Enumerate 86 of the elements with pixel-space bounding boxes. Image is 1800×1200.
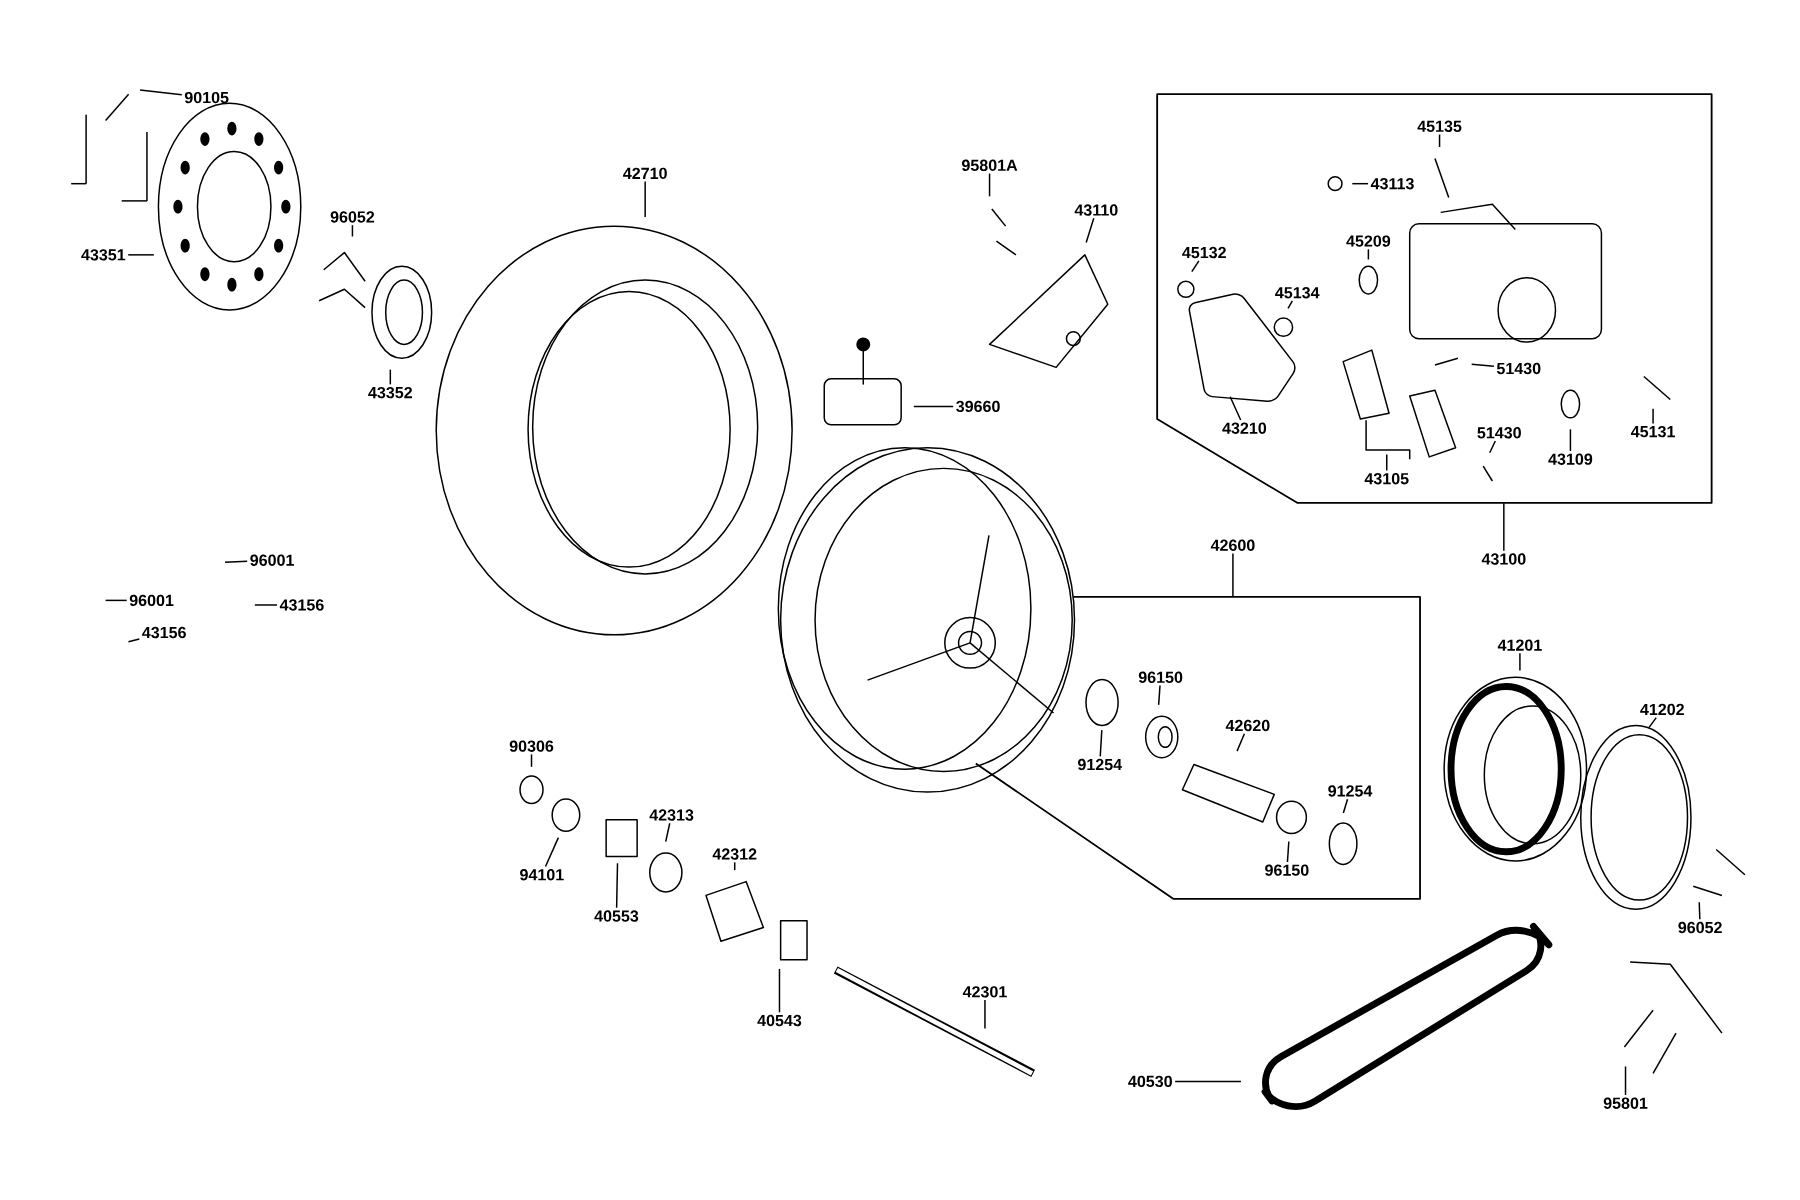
leader-line	[1503, 502, 1505, 552]
callout-number: 42620	[1225, 720, 1270, 732]
callout-number: 39660	[956, 400, 1000, 413]
leader-line	[984, 999, 986, 1030]
leader-line	[644, 181, 646, 218]
leader-line	[1174, 1080, 1242, 1083]
callout-number: 96052	[1678, 922, 1722, 934]
leader-line	[778, 968, 781, 1014]
leader-line	[1287, 300, 1294, 310]
leader-line	[530, 753, 533, 768]
callout-number: 45132	[1182, 247, 1226, 259]
leader-line	[1386, 454, 1388, 472]
callout-number: 95801	[1603, 1097, 1648, 1110]
leader-line	[127, 638, 141, 643]
leader-line	[1488, 440, 1497, 454]
callout-number: 42313	[649, 809, 694, 821]
leader-line	[664, 822, 671, 843]
callout-number: 96001	[129, 594, 174, 607]
callout-number: 40530	[1128, 1075, 1172, 1088]
callout-number: 40543	[757, 1015, 802, 1027]
leader-line	[1470, 363, 1495, 368]
callout-number: 96001	[250, 554, 294, 567]
callout-number: 43113	[1370, 178, 1414, 190]
callout-number: 43210	[1222, 422, 1267, 435]
leader-line	[224, 560, 248, 564]
callout-number: 43105	[1364, 473, 1409, 485]
leader-line	[1648, 717, 1657, 729]
callout-number: 43100	[1481, 553, 1526, 565]
callout-number: 43352	[368, 387, 412, 399]
leader-line	[1569, 428, 1572, 452]
callout-number: 43156	[142, 627, 186, 639]
callout-number: 51430	[1496, 362, 1541, 375]
leader-line	[1367, 248, 1370, 261]
callout-number: 91254	[1328, 785, 1373, 797]
callout-number: 45135	[1417, 120, 1462, 133]
callout-number: 42312	[712, 848, 757, 860]
callout-number: 43109	[1548, 453, 1593, 466]
leader-line	[544, 837, 560, 868]
leader-line	[127, 254, 155, 256]
callout-number: 96150	[1265, 864, 1309, 877]
leader-line	[254, 604, 278, 606]
callout-number: 94101	[520, 869, 564, 881]
callout-number: 51430	[1477, 427, 1521, 439]
leader-line	[1624, 1065, 1627, 1096]
leader-line	[104, 599, 128, 602]
leader-line	[389, 369, 392, 386]
leader-line	[615, 862, 619, 909]
callout-number: 41202	[1640, 703, 1684, 716]
callout-number: 42600	[1210, 539, 1255, 552]
callout-number: 43110	[1074, 204, 1118, 216]
callout-number: 45134	[1275, 287, 1320, 299]
leader-line	[1519, 652, 1521, 672]
leader-line	[1236, 733, 1246, 753]
callout-number: 96052	[330, 211, 375, 223]
callout-number: 96150	[1138, 671, 1183, 684]
callout-number: 45131	[1631, 426, 1675, 438]
leader-line	[1191, 260, 1200, 273]
leader-line	[733, 861, 736, 872]
leader-line	[139, 89, 183, 96]
callout-number: 43351	[81, 249, 126, 261]
leader-line	[1232, 552, 1234, 598]
leader-line	[1157, 684, 1161, 706]
leader-line	[1085, 217, 1095, 244]
callout-number: 90105	[184, 92, 229, 104]
leader-line	[1342, 798, 1349, 814]
leader-line	[1652, 408, 1654, 425]
group-bracket	[974, 596, 1421, 900]
callout-number: 95801A	[961, 159, 1018, 172]
callout-number: 42710	[623, 167, 667, 180]
leader-line	[1351, 183, 1369, 185]
leader-line	[913, 405, 954, 408]
callout-number: 41201	[1497, 639, 1542, 652]
callout-number: 43156	[279, 599, 324, 611]
leader-line	[1698, 901, 1701, 921]
leader-line	[351, 224, 354, 238]
callout-number: 40553	[594, 910, 639, 922]
group-bracket	[1156, 93, 1713, 504]
callout-number: 45209	[1346, 235, 1391, 247]
leader-line	[1286, 840, 1290, 863]
callout-number: 91254	[1077, 759, 1122, 771]
leader-line	[1438, 133, 1441, 148]
callout-number: 90306	[509, 740, 554, 753]
callout-number: 42301	[962, 986, 1007, 998]
leader-line	[1099, 729, 1103, 758]
leader-line	[988, 172, 991, 198]
leader-line	[1229, 396, 1242, 421]
